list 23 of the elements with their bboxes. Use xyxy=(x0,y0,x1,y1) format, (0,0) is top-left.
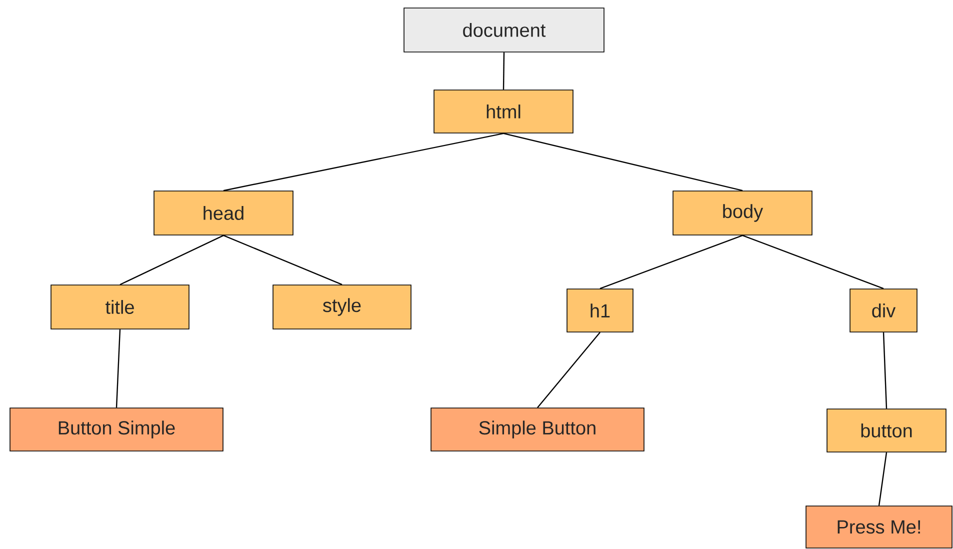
element-box: title xyxy=(50,284,190,330)
connector-line xyxy=(537,332,600,408)
element-box: html xyxy=(434,90,574,134)
element-box: head xyxy=(154,190,294,236)
connector-line xyxy=(503,132,743,192)
connector-line xyxy=(120,234,224,286)
text-node-box: Simple Button xyxy=(430,408,644,452)
text-node-box: Button Simple xyxy=(10,408,224,452)
connector-line xyxy=(116,329,121,408)
document-box: document xyxy=(404,8,604,52)
connector-line xyxy=(878,452,888,506)
connector-line xyxy=(600,234,743,290)
element-box: div xyxy=(850,288,918,332)
element-box: body xyxy=(672,190,812,236)
element-box: style xyxy=(272,284,412,330)
element-box: button xyxy=(826,408,946,452)
connector-line xyxy=(742,234,884,290)
element-box: h1 xyxy=(566,288,634,332)
connector-line xyxy=(502,52,505,90)
connector-line xyxy=(223,132,504,192)
connector-line xyxy=(223,234,342,286)
text-node-box: Press Me! xyxy=(806,506,952,548)
connector-line xyxy=(882,332,888,409)
